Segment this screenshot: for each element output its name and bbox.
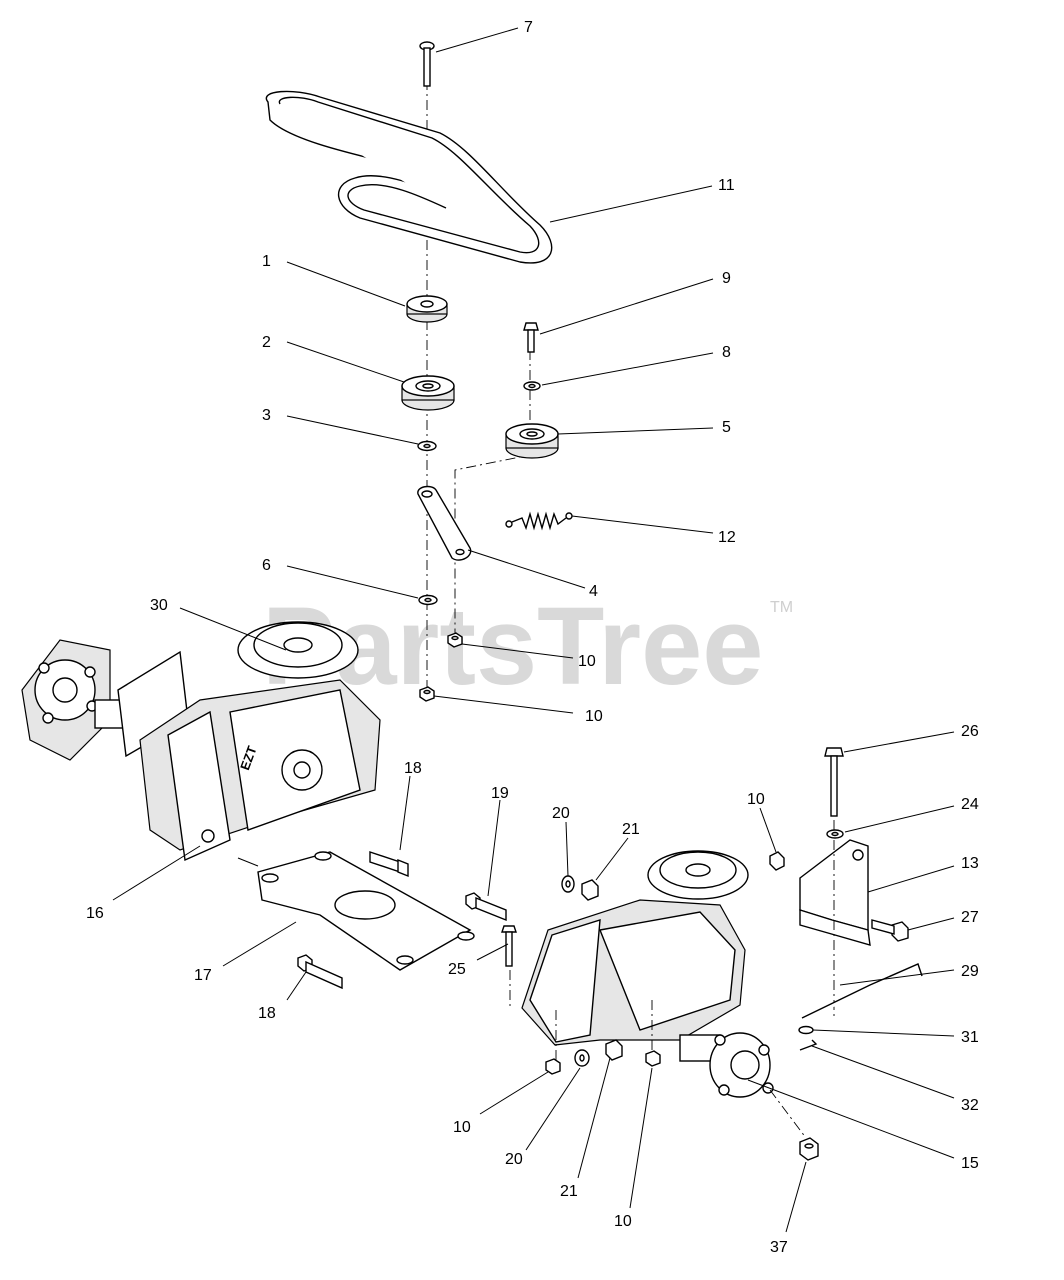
callout-24: 24 <box>961 796 979 813</box>
part-10-nut-c[interactable] <box>769 851 785 871</box>
part-25-bolt[interactable] <box>501 925 517 967</box>
part-10-nut-e[interactable] <box>645 1050 661 1067</box>
callout-11: 11 <box>718 177 735 194</box>
callout-18b: 18 <box>258 1005 276 1022</box>
part-10-nut-a[interactable] <box>447 632 463 648</box>
part-29-rod[interactable] <box>801 963 923 1019</box>
callout-9: 9 <box>722 270 731 287</box>
callout-13: 13 <box>961 855 979 872</box>
callout-7: 7 <box>524 19 533 36</box>
callout-16: 16 <box>86 905 104 922</box>
callout-4: 4 <box>589 583 598 600</box>
callout-21b: 21 <box>560 1183 578 1200</box>
part-32-clip[interactable] <box>799 1039 818 1051</box>
part-17-mounting-plate[interactable] <box>237 851 475 971</box>
callout-32: 32 <box>961 1097 979 1114</box>
callout-10d: 10 <box>453 1119 471 1136</box>
callout-17: 17 <box>194 967 212 984</box>
part-1-bearing[interactable] <box>406 295 448 323</box>
callout-29: 29 <box>961 963 979 980</box>
callout-31: 31 <box>961 1029 979 1046</box>
callout-19: 19 <box>491 785 509 802</box>
part-18-bolt-a[interactable] <box>369 851 409 878</box>
callout-10b: 10 <box>585 708 603 725</box>
callout-37: 37 <box>770 1239 788 1256</box>
callout-20b: 20 <box>505 1151 523 1168</box>
leader-lines <box>112 27 955 1233</box>
callout-26: 26 <box>961 723 979 740</box>
part-11-belt[interactable] <box>265 90 553 264</box>
callout-8: 8 <box>722 344 731 361</box>
part-24-washer[interactable] <box>826 829 844 839</box>
callout-10e: 10 <box>614 1213 632 1230</box>
part-6-washer[interactable] <box>418 594 438 606</box>
callout-25: 25 <box>448 961 466 978</box>
callout-21a: 21 <box>622 821 640 838</box>
part-37-nut[interactable] <box>799 1137 819 1161</box>
part-3-washer[interactable] <box>417 440 437 452</box>
callout-3: 3 <box>262 407 271 424</box>
part-12-spring[interactable] <box>505 511 573 531</box>
callout-18a: 18 <box>404 760 422 777</box>
part-13-bracket[interactable] <box>799 839 871 946</box>
callout-27: 27 <box>961 909 979 926</box>
part-31-washer[interactable] <box>798 1025 814 1035</box>
part-26-bolt[interactable] <box>824 747 844 817</box>
part-20-washer-b[interactable] <box>574 1049 590 1067</box>
callout-20a: 20 <box>552 805 570 822</box>
callout-2: 2 <box>262 334 271 351</box>
callout-10a: 10 <box>578 653 596 670</box>
callout-12: 12 <box>718 529 736 546</box>
callout-10c: 10 <box>747 791 765 808</box>
callout-30: 30 <box>150 597 168 614</box>
part-18-bolt-b[interactable] <box>297 954 343 990</box>
part-21-nut-b[interactable] <box>605 1039 623 1061</box>
assembly-line-c <box>769 1089 807 1139</box>
callouts: 7 11 1 9 2 8 3 5 12 6 4 30 10 10 26 18 1… <box>86 19 979 1256</box>
part-7-bolt[interactable] <box>419 41 435 87</box>
watermark-trademark: TM <box>770 599 793 616</box>
callout-6: 6 <box>262 557 271 574</box>
part-10-nut-b[interactable] <box>419 686 435 702</box>
part-8-washer[interactable] <box>523 381 541 391</box>
left-transaxle[interactable]: EZT <box>21 621 381 862</box>
part-10-nut-d[interactable] <box>545 1058 561 1075</box>
part-2-pulley[interactable] <box>401 375 455 411</box>
part-19-bolt[interactable] <box>465 892 507 922</box>
part-5-idler-pulley[interactable] <box>505 423 559 459</box>
callout-1: 1 <box>262 253 271 270</box>
part-27-bolt[interactable] <box>871 919 909 942</box>
callout-5: 5 <box>722 419 731 436</box>
callout-15: 15 <box>961 1155 979 1172</box>
part-20-washer-a[interactable] <box>561 875 575 893</box>
part-9-bolt[interactable] <box>523 322 539 353</box>
part-4-idler-arm[interactable] <box>417 485 472 561</box>
part-21-nut-a[interactable] <box>581 879 599 901</box>
right-transaxle[interactable] <box>521 850 774 1098</box>
